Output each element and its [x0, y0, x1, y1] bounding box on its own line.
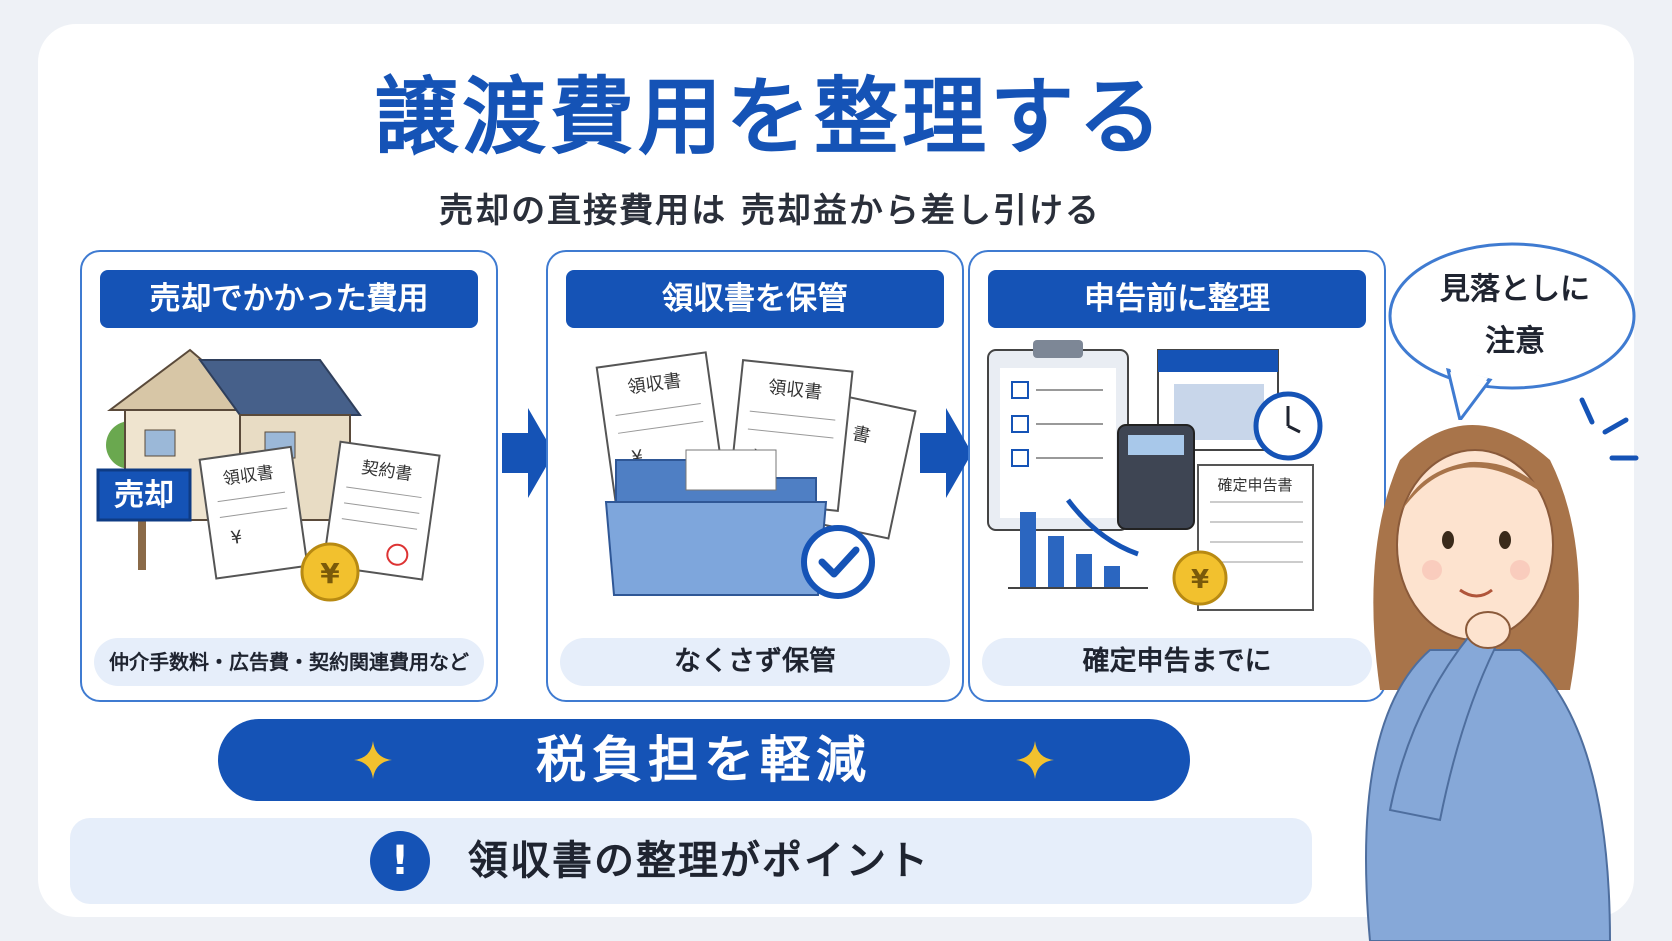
arrow-right-icon: [502, 408, 554, 498]
speech-bubble-text: 見落としに 注意: [1390, 264, 1640, 368]
seal-stamp: [386, 543, 409, 566]
coin-yen-mark: ¥: [320, 557, 340, 590]
receipt-label-partial: 書: [850, 423, 872, 447]
banner-label: 税負担を軽減: [536, 731, 872, 789]
speech-line-2: 注意: [1485, 324, 1545, 359]
page-title: 譲渡費用を整理する: [373, 68, 1166, 166]
hand: [1465, 611, 1511, 649]
trend-arrow: [1066, 498, 1139, 557]
step-title: 領収書を保管: [566, 270, 944, 328]
step-caption: 仲介手数料・広告費・契約関連費用など: [94, 638, 484, 686]
contract-icon: [321, 440, 441, 581]
checkbox-icon: [1011, 381, 1029, 399]
face: [1396, 449, 1554, 641]
yen-coin-icon: [1172, 550, 1228, 606]
step-title: 申告前に整理: [988, 270, 1366, 328]
sparkle-icon: [354, 741, 392, 779]
receipt-folder-illustration: 領収書 ¥ 書 領収書 ¥: [595, 351, 917, 599]
checkbox-icon: [1011, 415, 1029, 433]
coin-yen-mark: ¥: [1191, 565, 1209, 595]
speech-bubble: [1388, 242, 1636, 420]
sparkle-icon: [1016, 741, 1054, 779]
step-panel-keep-receipts: 領収書を保管 領収書 ¥ 書 領収書 ¥ なくさず保管: [546, 250, 964, 702]
page-subtitle: 売却の直接費用は 売却益から差し引ける: [439, 191, 1101, 231]
tax-filing-illustration: 確定申告書 ¥: [987, 340, 1323, 611]
sale-sign: [96, 468, 192, 522]
step-panel-organize: 申告前に整理 確定申告書: [968, 250, 1386, 702]
yen-coin-icon: [300, 542, 360, 602]
yen-mark: ¥: [229, 527, 243, 549]
step-panel-expenses: 売却でかかった費用 売却 領収書 ¥ 契約書: [80, 250, 498, 702]
checkbox-icon: [1011, 449, 1029, 467]
speech-line-1: 見落としに: [1440, 272, 1590, 307]
key-point-text: 領収書の整理がポイント: [468, 838, 930, 884]
step-caption: なくさず保管: [560, 638, 950, 686]
result-banner: 税負担を軽減: [218, 719, 1190, 801]
exclamation-icon: !: [370, 831, 430, 891]
house-sale-illustration: 売却 領収書 ¥ 契約書 ¥: [96, 348, 441, 602]
key-point-note: ! 領収書の整理がポイント: [70, 818, 1312, 904]
check-circle-icon: [801, 525, 875, 599]
arrow-right-icon: [920, 408, 972, 498]
bar-chart-icon: [1020, 512, 1036, 588]
tax-form-label: 確定申告書: [1217, 476, 1292, 494]
woman-illustration: [1365, 397, 1639, 941]
step-title: 売却でかかった費用: [100, 270, 478, 328]
step-caption: 確定申告までに: [982, 638, 1372, 686]
sale-sign-label: 売却: [114, 478, 174, 513]
